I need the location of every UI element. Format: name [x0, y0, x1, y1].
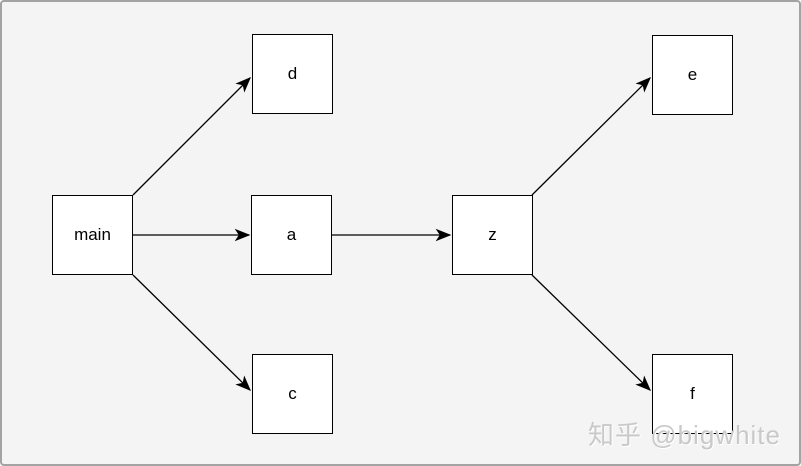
node-e-label: e — [687, 65, 698, 84]
node-c-label: c — [288, 384, 297, 403]
node-z: z — [452, 195, 533, 275]
node-f: f — [652, 354, 733, 434]
node-main: main — [52, 195, 133, 275]
node-f-label: f — [690, 384, 695, 403]
edge-z-e — [531, 78, 650, 196]
edge-z-f — [531, 274, 650, 390]
node-e: e — [652, 35, 733, 115]
node-z-label: z — [488, 225, 497, 244]
node-d-label: d — [287, 64, 298, 83]
node-main-label: main — [74, 225, 111, 244]
edge-main-d — [132, 78, 250, 196]
node-a: a — [251, 195, 332, 275]
node-a-label: a — [286, 225, 297, 244]
node-c: c — [252, 354, 333, 434]
edge-main-c — [132, 274, 250, 390]
node-d: d — [252, 34, 333, 114]
